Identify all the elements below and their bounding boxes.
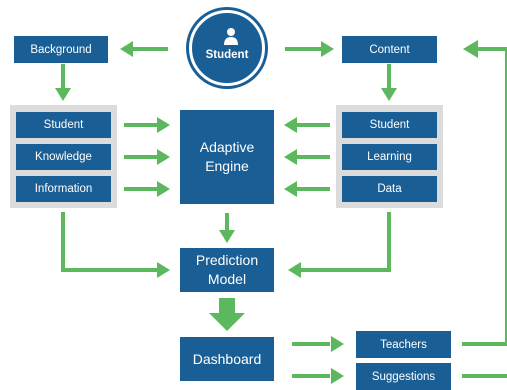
person-icon: [224, 28, 238, 45]
content-box: Content: [342, 36, 437, 63]
adaptive-engine-box: Adaptive Engine: [180, 110, 274, 204]
student-node: Student: [189, 10, 265, 86]
arrow-feedback-loop: [462, 47, 507, 346]
student-label: Student: [205, 49, 249, 61]
dashboard-box: Dashboard: [180, 337, 274, 381]
left-panel-item-student: Student: [16, 112, 111, 138]
left-panel-item-knowledge: Knowledge: [16, 144, 111, 170]
arrow-right-to-prediction: [300, 212, 391, 272]
teachers-box: Teachers: [356, 331, 451, 358]
arrow-left-to-prediction: [61, 212, 158, 272]
background-box: Background: [14, 36, 108, 63]
right-panel-item-data: Data: [342, 176, 437, 202]
prediction-model-box: Prediction Model: [180, 248, 274, 292]
left-panel-item-information: Information: [16, 176, 111, 202]
right-panel-item-student: Student: [342, 112, 437, 138]
right-panel-item-learning: Learning: [342, 144, 437, 170]
suggestions-box: Suggestions: [356, 363, 451, 390]
